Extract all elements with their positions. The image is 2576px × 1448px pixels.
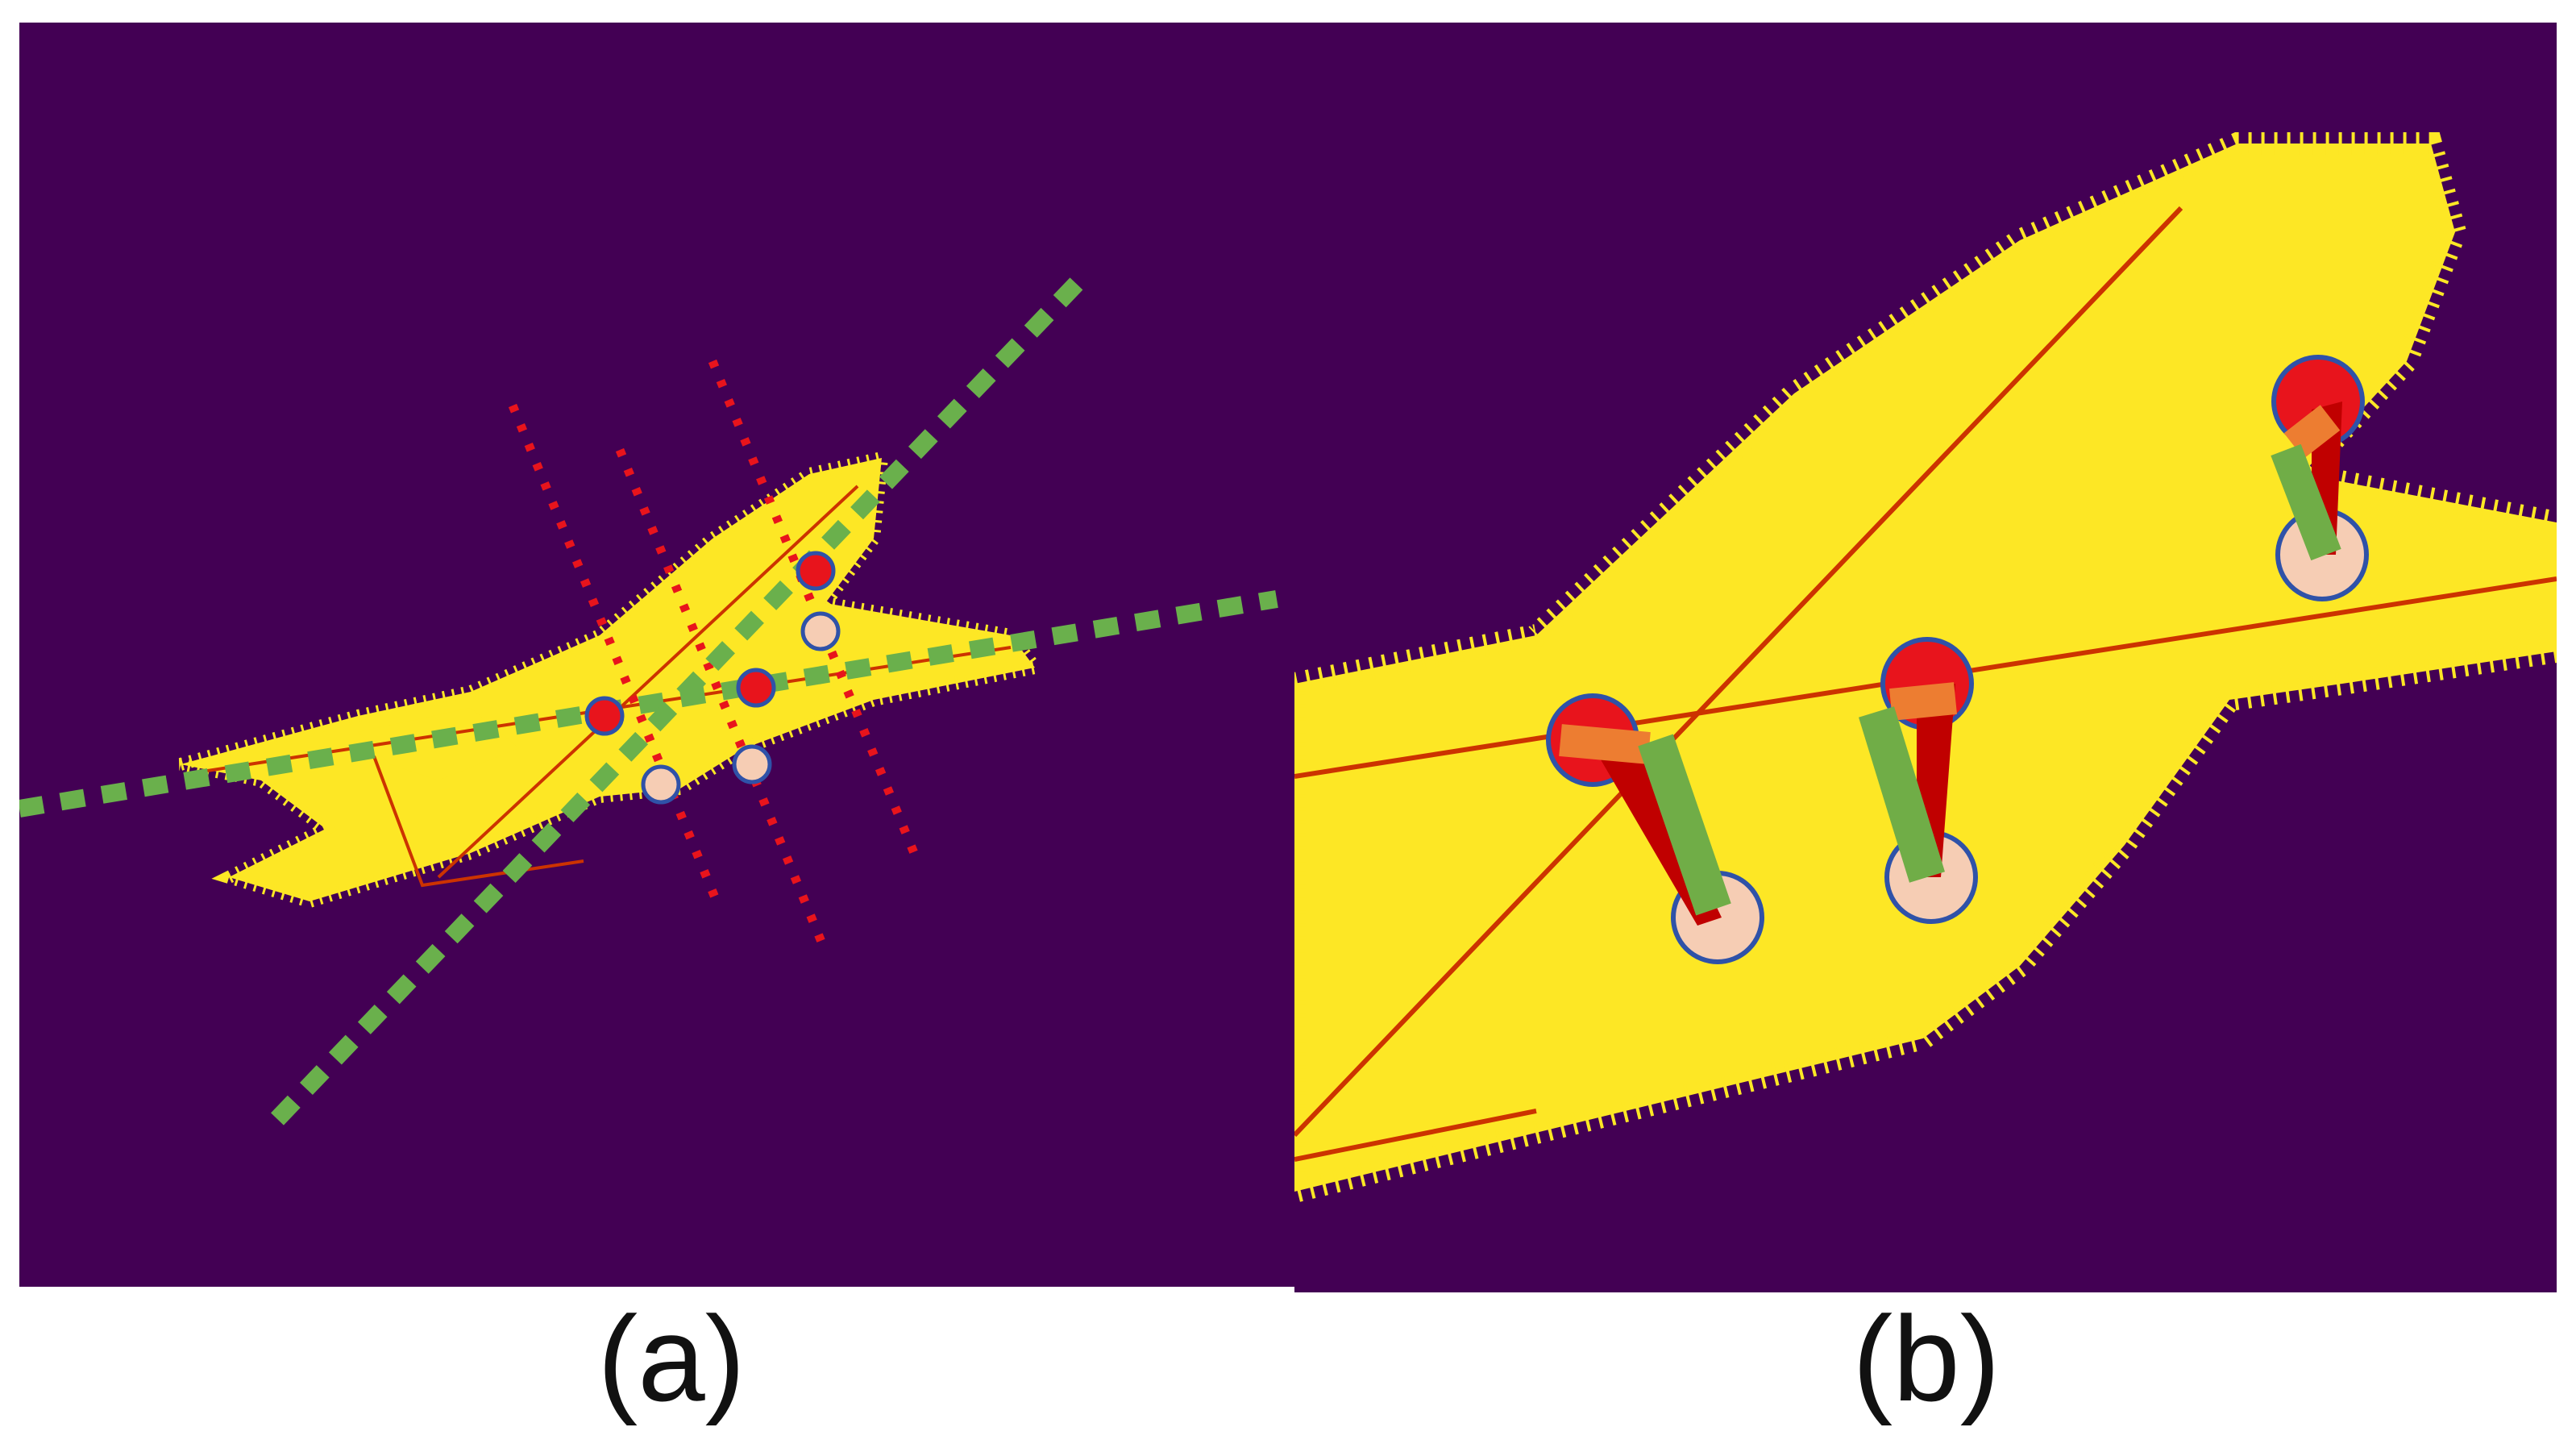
panel-a-image <box>19 23 1294 1287</box>
connector-group-3 <box>2271 355 2369 601</box>
keypoint-3 <box>796 551 836 591</box>
connector-group-1 <box>1546 693 1764 964</box>
zoomed-fuselage-axis-line <box>1294 206 2183 1138</box>
panel-b-svg <box>1294 23 2557 1292</box>
panel-a-caption: (a) <box>597 1291 746 1426</box>
fuselage-symmetry-axis <box>271 270 1090 1126</box>
orange-connector-3 <box>2283 405 2341 459</box>
wing-symmetry-axis <box>19 590 1278 818</box>
section-lines-a <box>508 359 919 944</box>
keypoint-1 <box>584 696 625 736</box>
orange-connector-1 <box>1559 724 1651 764</box>
orange-connector-2 <box>1889 682 1957 721</box>
projected-point-1 <box>641 764 681 805</box>
section-line-1 <box>508 403 721 904</box>
green-connector-2 <box>1859 706 1945 883</box>
projected-point-3 <box>800 611 841 651</box>
section-line-3 <box>708 359 919 855</box>
green-connector-3 <box>2271 443 2341 561</box>
connector-group-2 <box>1859 637 1978 924</box>
symmetry-axes-a <box>19 270 1278 1126</box>
tail-outline-line <box>372 755 584 888</box>
zoomed-tail-line <box>1294 1109 1537 1162</box>
panel-b-caption: (b) <box>1852 1291 2001 1426</box>
projected-point-2 <box>732 744 772 784</box>
keypoint-2 <box>736 668 776 708</box>
panel-b-image <box>1294 23 2557 1292</box>
section-line-2 <box>615 447 826 944</box>
keypoints-a <box>584 551 841 805</box>
panel-a-svg <box>19 23 1294 1287</box>
fuselage-axis-line <box>437 485 859 879</box>
green-connector-1 <box>1638 734 1731 916</box>
